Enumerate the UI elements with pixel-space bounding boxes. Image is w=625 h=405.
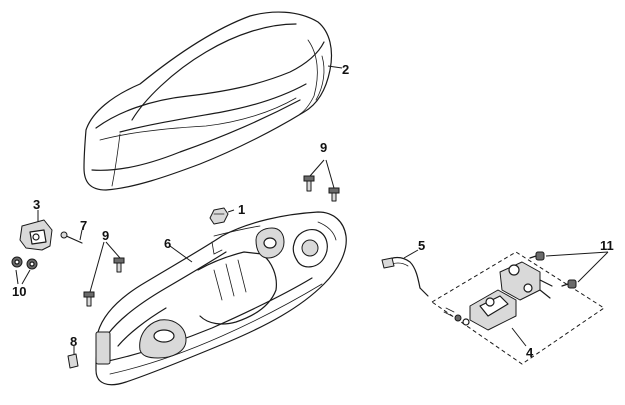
nuts-part: [11, 256, 38, 285]
callout-10: 10: [12, 284, 26, 299]
callout-9-upper: 9: [320, 140, 327, 155]
callout-4: 4: [526, 345, 534, 360]
callout-2: 2: [342, 62, 349, 77]
seat-part: [83, 11, 343, 191]
bolts-upper-part: [303, 159, 340, 202]
callout-5: 5: [418, 238, 425, 253]
storage-box-part: [95, 211, 347, 386]
callout-8: 8: [70, 334, 77, 349]
bolt-icon: [83, 291, 95, 307]
small-clip-part: [67, 346, 79, 369]
callout-7: 7: [80, 218, 87, 233]
screw-icon: [561, 279, 577, 289]
callout-1: 1: [238, 202, 245, 217]
bolt-icon: [328, 187, 340, 202]
callout-6: 6: [164, 236, 171, 251]
bolt-icon: [303, 175, 315, 192]
callout-9-lower: 9: [102, 228, 109, 243]
callout-11: 11: [600, 238, 614, 253]
clip-part: [209, 207, 235, 225]
bolts-lower-part: [83, 241, 125, 307]
bolt-icon: [113, 257, 125, 273]
callout-3: 3: [33, 197, 40, 212]
pin-part: [60, 229, 83, 244]
screw-icon: [529, 251, 545, 261]
screws-part: [529, 251, 609, 289]
latch-assembly-part: [431, 251, 605, 365]
hinge-bracket-part: [19, 210, 53, 251]
cable-part: [381, 249, 429, 297]
